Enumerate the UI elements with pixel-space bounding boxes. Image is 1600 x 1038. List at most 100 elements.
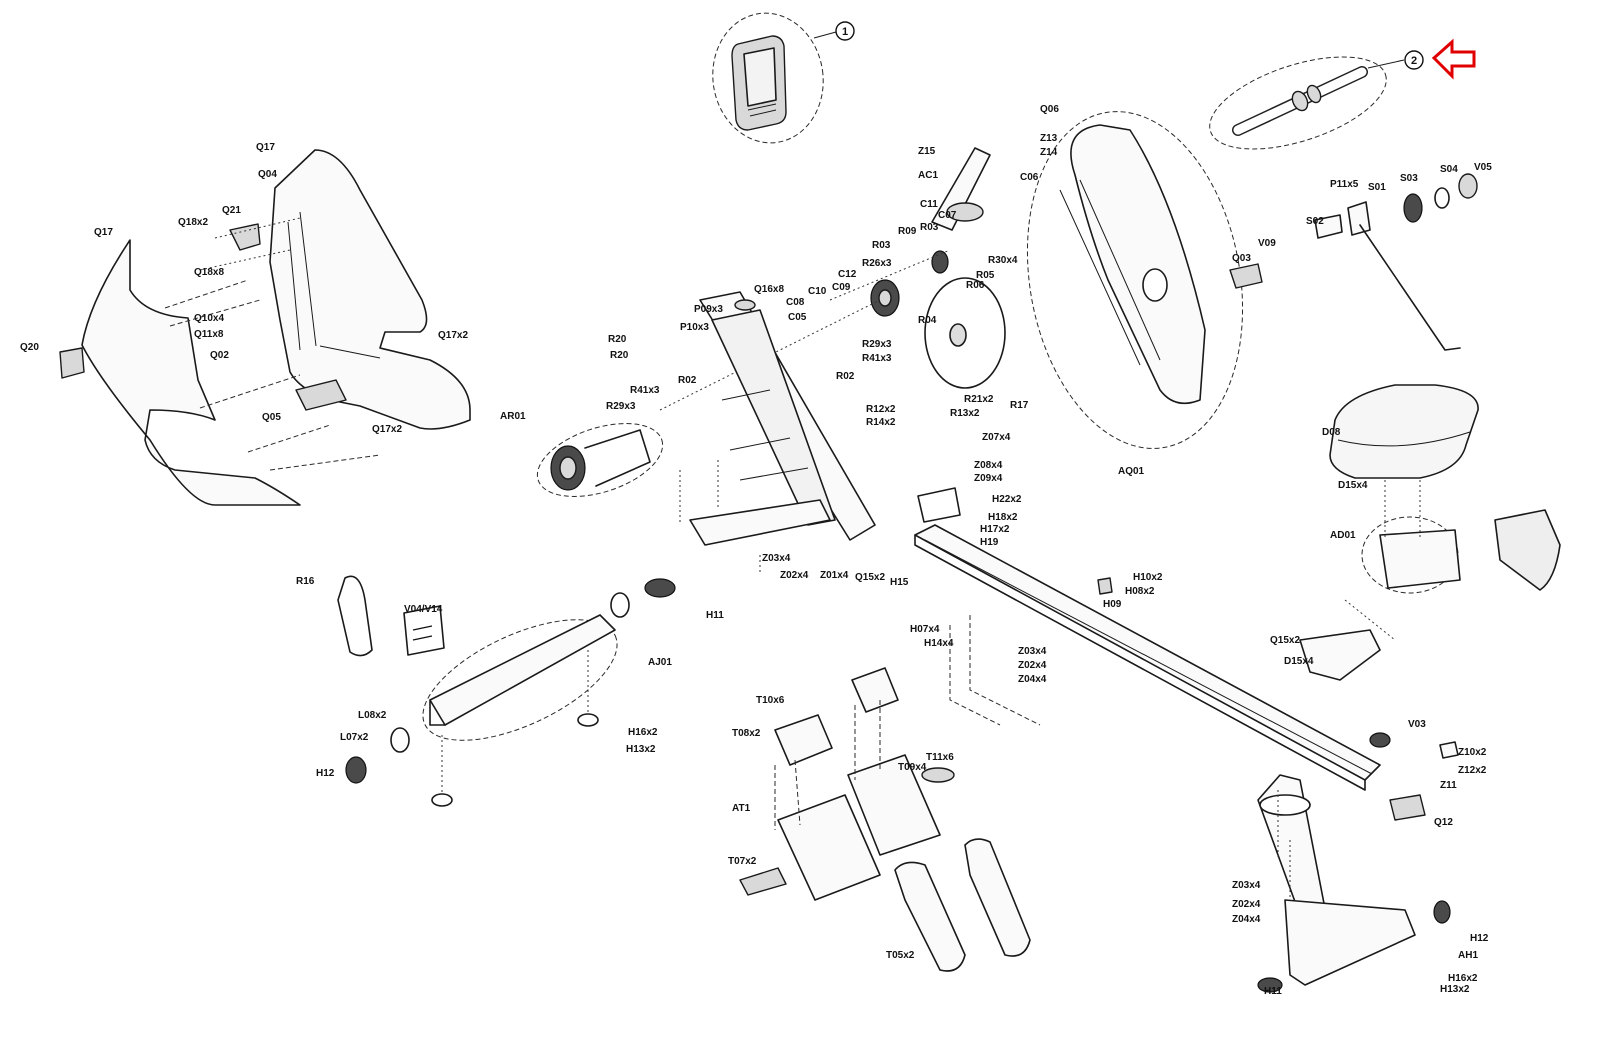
part-label-s04: S04 xyxy=(1440,164,1458,175)
part-label-r13x2: R13x2 xyxy=(950,408,980,419)
part-label-r16: R16 xyxy=(296,576,315,587)
part-label-r29x3b: R29x3 xyxy=(606,401,636,412)
part-label-ad01: AD01 xyxy=(1330,530,1356,541)
part-label-r09: R09 xyxy=(898,226,917,237)
part-label-z15: Z15 xyxy=(918,146,936,157)
part-label-z14: Z14 xyxy=(1040,147,1058,158)
part-label-p10x3: P10x3 xyxy=(680,322,709,333)
part-label-h11a: H11 xyxy=(706,610,724,621)
console-group: 1 xyxy=(712,12,855,144)
part-label-h10x2: H10x2 xyxy=(1133,572,1163,583)
part-label-r41x3a: R41x3 xyxy=(862,353,892,364)
part-label-z07x4: Z07x4 xyxy=(982,432,1011,443)
part-label-h17x2: H17x2 xyxy=(980,524,1010,535)
handle-outline xyxy=(1209,56,1387,150)
part-label-q03: Q03 xyxy=(1232,253,1251,264)
part-label-q02: Q02 xyxy=(210,350,229,361)
part-label-q15x2a: Q15x2 xyxy=(855,572,885,583)
stabilizer-aj01 xyxy=(429,614,616,726)
part-label-r41x3b: R41x3 xyxy=(630,385,660,396)
part-label-r21x2: R21x2 xyxy=(964,394,994,405)
part-label-q05: Q05 xyxy=(262,412,281,423)
seat-carriage-ad01 xyxy=(1379,529,1461,589)
part-label-q06: Q06 xyxy=(1040,104,1059,115)
part-label-h16x2a: H16x2 xyxy=(628,727,658,738)
part-label-v05: V05 xyxy=(1474,162,1492,173)
part-label-h07x4: H07x4 xyxy=(910,624,940,635)
part-label-l08x2: L08x2 xyxy=(358,710,387,721)
foot-h11-rear xyxy=(1257,977,1283,993)
part-label-d08: D08 xyxy=(1322,427,1341,438)
part-label-s02: S02 xyxy=(1306,216,1324,227)
part-label-t08x2: T08x2 xyxy=(732,728,761,739)
part-label-z04x4a: Z04x4 xyxy=(1018,674,1047,685)
part-label-z08x4: Z08x4 xyxy=(974,460,1003,471)
part-label-s03: S03 xyxy=(1400,173,1418,184)
front-stabilizer-group xyxy=(337,575,676,807)
shroud-panel-q04 xyxy=(269,149,471,430)
part-label-q11x8: Q11x8 xyxy=(194,329,224,340)
part-label-r06: R06 xyxy=(966,280,985,291)
highlight-arrow-icon xyxy=(1431,38,1476,80)
part-label-aj01: AJ01 xyxy=(648,657,672,668)
part-label-ar01: AR01 xyxy=(500,411,526,422)
rail-group xyxy=(914,487,1451,993)
part-label-q12: Q12 xyxy=(1434,817,1453,828)
part-label-p11x5: P11x5 xyxy=(1330,179,1359,190)
part-label-q20: Q20 xyxy=(20,342,39,353)
part-label-c12: C12 xyxy=(838,269,857,280)
part-label-q17x2b: Q17x2 xyxy=(372,424,402,435)
part-label-z10x2: Z10x2 xyxy=(1458,747,1487,758)
part-label-d15x4a: D15x4 xyxy=(1338,480,1368,491)
linkage-group xyxy=(1026,111,1478,449)
callout-1-marker xyxy=(835,21,855,41)
rear-stabilizer-ah1 xyxy=(1284,899,1416,986)
part-label-z03x4b: Z03x4 xyxy=(1018,646,1047,657)
part-label-c11: C11 xyxy=(920,199,938,210)
part-label-r29x3a: R29x3 xyxy=(862,339,892,350)
part-label-r14x2: R14x2 xyxy=(866,417,896,428)
part-label-h08x2: H08x2 xyxy=(1125,586,1155,597)
part-label-r17: R17 xyxy=(1010,400,1029,411)
front-shroud-group xyxy=(59,149,471,506)
part-label-aq01: AQ01 xyxy=(1118,466,1145,477)
wheel-h12-front xyxy=(345,756,367,784)
part-label-q17x2a: Q17x2 xyxy=(438,330,468,341)
part-label-q16x8: Q16x8 xyxy=(754,284,784,295)
arm-ac1 xyxy=(931,147,991,231)
part-label-h16x2b: H16x2 xyxy=(1448,973,1478,984)
part-label-h11b: H11 xyxy=(1264,986,1282,997)
part-label-h12b: H12 xyxy=(1470,933,1489,944)
part-label-v03: V03 xyxy=(1408,719,1426,730)
cover-aq01 xyxy=(1070,124,1206,405)
callout-2-number: 2 xyxy=(1411,55,1417,67)
part-label-q17b: Q17 xyxy=(94,227,113,238)
part-label-c08: C08 xyxy=(786,297,805,308)
part-label-t10x6: T10x6 xyxy=(756,695,785,706)
part-label-ah1: AH1 xyxy=(1458,950,1478,961)
part-label-r03b: R03 xyxy=(872,240,891,251)
part-label-d15x4b: D15x4 xyxy=(1284,656,1314,667)
part-label-h19: H19 xyxy=(980,537,999,548)
part-label-z01x4: Z01x4 xyxy=(820,570,849,581)
part-label-v09: V09 xyxy=(1258,238,1276,249)
part-label-z09x4: Z09x4 xyxy=(974,473,1003,484)
part-label-r20b: R20 xyxy=(610,350,629,361)
part-label-h12a: H12 xyxy=(316,768,335,779)
part-label-q15x2b: Q15x2 xyxy=(1270,635,1300,646)
part-label-q10x4: Q10x4 xyxy=(194,313,224,324)
part-label-z04x4b: Z04x4 xyxy=(1232,914,1261,925)
part-label-r04: R04 xyxy=(918,315,937,326)
part-labels: Q17Q04Q17Q18x2Q21Q18x8Q10x4Q11x8Q20Q02Q1… xyxy=(20,104,1492,997)
seat-cushion-d08 xyxy=(1329,384,1479,479)
seat-group xyxy=(1299,384,1561,681)
part-label-z02x4a: Z02x4 xyxy=(780,570,809,581)
callout-2-marker xyxy=(1404,50,1424,70)
belt-r16 xyxy=(337,575,373,657)
shroud-panel-q02 xyxy=(81,239,301,506)
part-label-r30x4: R30x4 xyxy=(988,255,1018,266)
part-label-ac1: AC1 xyxy=(918,170,938,181)
part-label-c06: C06 xyxy=(1020,172,1039,183)
